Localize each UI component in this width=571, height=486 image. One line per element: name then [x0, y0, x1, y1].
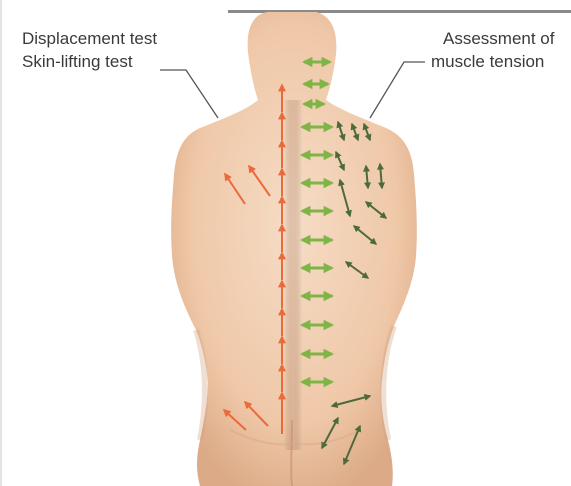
- label-skin-lifting-test: Skin-lifting test: [22, 51, 133, 73]
- label-displacement-test: Displacement test: [22, 28, 157, 50]
- label-assessment-of: Assessment of: [443, 28, 555, 50]
- leader-line-right: [370, 62, 425, 118]
- leader-line-left: [160, 70, 218, 118]
- label-muscle-tension: muscle tension: [431, 51, 544, 73]
